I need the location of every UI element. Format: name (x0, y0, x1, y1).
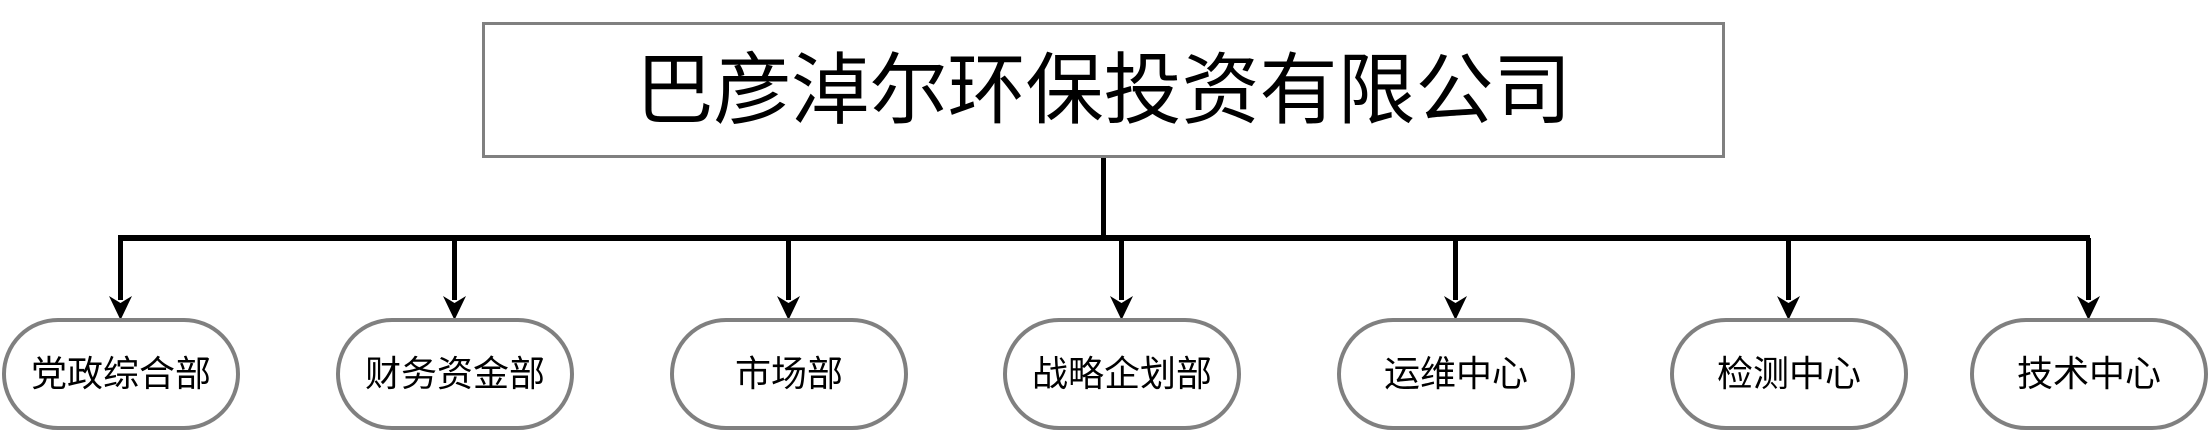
root-node-company[interactable]: 巴彦淖尔环保投资有限公司 (482, 22, 1725, 158)
child-node-operations[interactable]: 运维中心 (1337, 318, 1575, 430)
arrowhead-5 (1444, 296, 1467, 320)
arrowhead-7 (2077, 296, 2100, 320)
arrowhead-3 (777, 296, 800, 320)
child-node-marketing[interactable]: 市场部 (670, 318, 908, 430)
arrowhead-1 (109, 296, 132, 320)
child-node-label: 检测中心 (1716, 353, 1861, 394)
child-node-label: 战略企划部 (1031, 353, 1212, 394)
arrowhead-2 (443, 296, 466, 320)
child-node-label: 市场部 (734, 353, 843, 394)
child-node-strategy[interactable]: 战略企划部 (1003, 318, 1241, 430)
arrowhead-4 (1110, 296, 1133, 320)
child-node-label: 运维中心 (1383, 353, 1528, 394)
child-node-label: 财务资金部 (364, 353, 545, 394)
child-node-label: 党政综合部 (30, 353, 211, 394)
root-node-label: 巴彦淖尔环保投资有限公司 (635, 46, 1572, 134)
arrowhead-6 (1777, 296, 1800, 320)
child-node-testing[interactable]: 检测中心 (1670, 318, 1908, 430)
child-node-finance[interactable]: 财务资金部 (336, 318, 574, 430)
child-node-technology[interactable]: 技术中心 (1970, 318, 2208, 430)
child-node-label: 技术中心 (2016, 353, 2161, 394)
child-node-party-admin[interactable]: 党政综合部 (2, 318, 240, 430)
